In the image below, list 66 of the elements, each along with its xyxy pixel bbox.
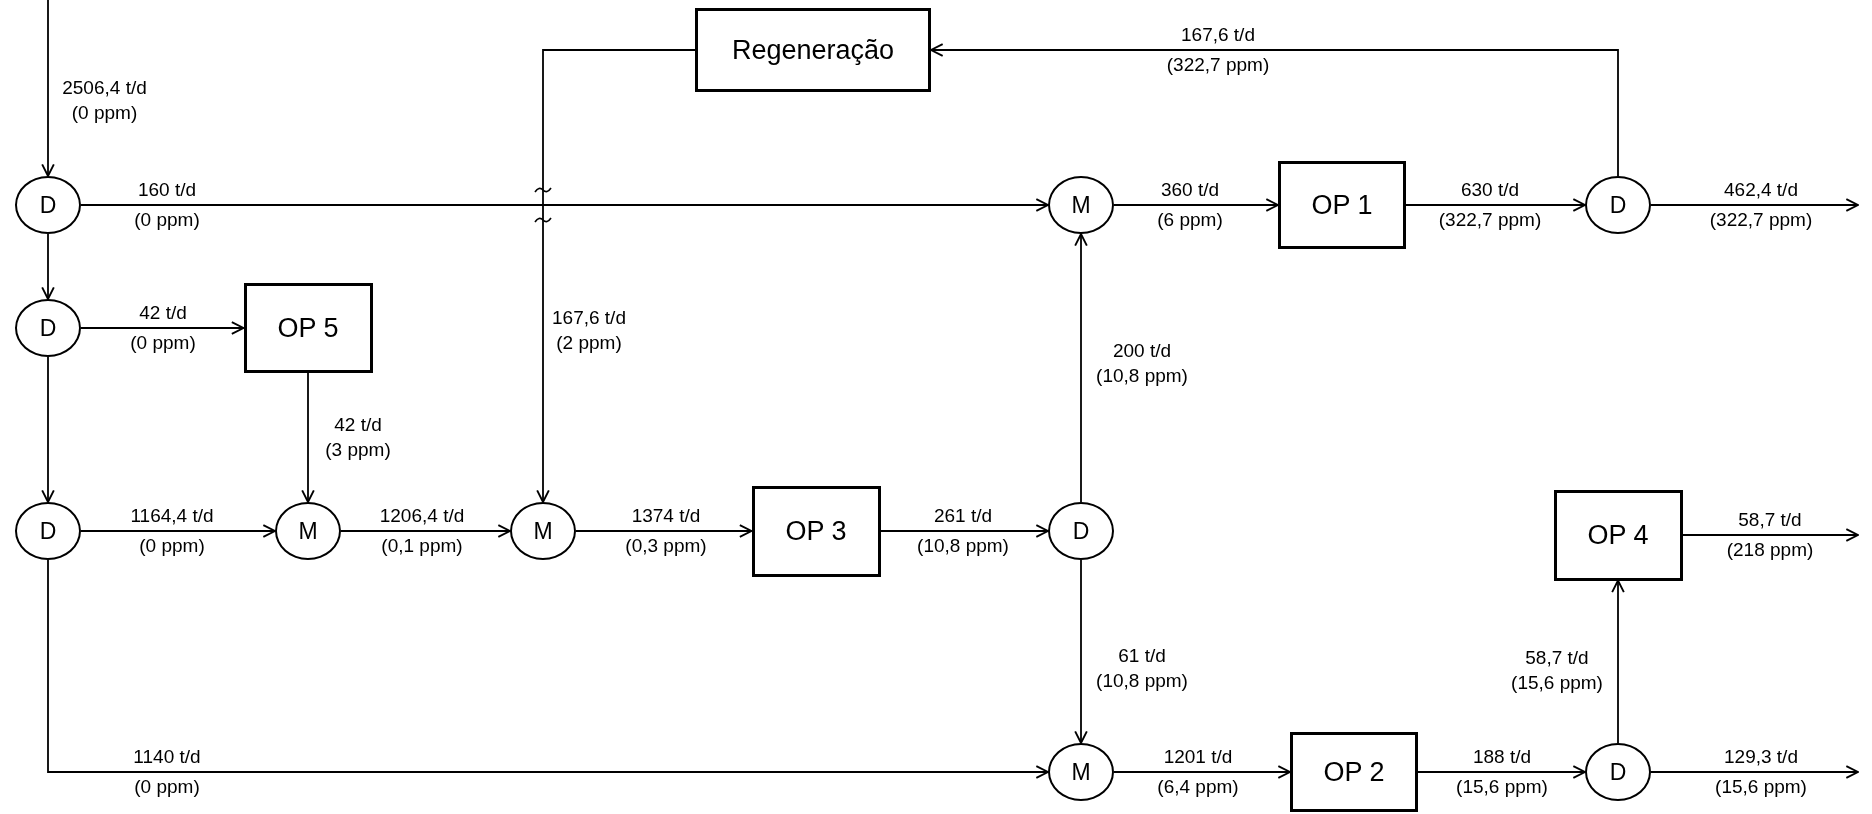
edge-label: 129,3 t/d (15,6 ppm) <box>1715 744 1807 799</box>
node-label: D <box>1072 517 1090 545</box>
arrow <box>1650 765 1859 779</box>
edge-label: 1201 t/d (6,4 ppm) <box>1157 744 1239 799</box>
arrow <box>340 524 511 538</box>
edge-label: 61 t/d (10,8 ppm) <box>1096 644 1188 693</box>
node-label: OP 2 <box>1323 756 1385 788</box>
edge-label: 1140 t/d (0 ppm) <box>133 744 201 799</box>
arrow <box>301 372 315 503</box>
arrow <box>41 233 55 300</box>
node-label: D <box>39 314 57 342</box>
edge-label: 200 t/d (10,8 ppm) <box>1096 339 1188 388</box>
arrow <box>1417 765 1586 779</box>
arrow <box>1074 559 1088 744</box>
edge-label: 360 t/d (6 ppm) <box>1157 177 1223 232</box>
node-label: D <box>1609 758 1627 786</box>
process-box <box>751 485 881 577</box>
arrow <box>536 49 696 503</box>
arrow <box>930 43 1619 177</box>
process-box <box>1290 732 1418 812</box>
arrow <box>80 321 245 335</box>
edge-label: 58,7 t/d (218 ppm) <box>1726 507 1814 562</box>
node-label: OP 3 <box>785 515 847 547</box>
arrow <box>80 524 276 538</box>
edge-label: 167,6 t/d (2 ppm) <box>552 306 626 355</box>
process-box <box>695 8 931 92</box>
arrow <box>1113 198 1279 212</box>
edge-label: 1206,4 t/d (0,1 ppm) <box>379 503 465 558</box>
node-label: OP 5 <box>277 312 339 344</box>
edge-label: 160 t/d (0 ppm) <box>134 177 200 232</box>
node-label: OP 4 <box>1587 519 1649 551</box>
edge-label: 167,6 t/d (322,7 ppm) <box>1166 22 1270 77</box>
node-label: D <box>39 191 57 219</box>
process-box <box>1553 489 1683 581</box>
edge-label: 462,4 t/d (322,7 ppm) <box>1709 177 1813 232</box>
node-label: M <box>298 517 318 545</box>
edge-label: 188 t/d (15,6 ppm) <box>1456 744 1548 799</box>
edge-label: 261 t/d (10,8 ppm) <box>917 503 1009 558</box>
edge-label: 42 t/d (3 ppm) <box>325 413 391 462</box>
arrow <box>47 559 1049 779</box>
edge-label: 58,7 t/d (15,6 ppm) <box>1511 646 1603 695</box>
node-label: D <box>1609 191 1627 219</box>
edge-label: 2506,4 t/d (0 ppm) <box>62 76 147 125</box>
arrow <box>80 198 1049 212</box>
arrow <box>1650 198 1859 212</box>
node-label: D <box>39 517 57 545</box>
arrow <box>1405 198 1586 212</box>
node-label: M <box>1071 191 1091 219</box>
edge-label: 1374 t/d (0,3 ppm) <box>625 503 707 558</box>
arrow <box>1611 579 1625 744</box>
arrow <box>1113 765 1291 779</box>
arrow <box>879 524 1049 538</box>
arrow <box>575 524 753 538</box>
node-label: M <box>1071 758 1091 786</box>
node-label: M <box>533 517 553 545</box>
edge-label: 630 t/d (322,7 ppm) <box>1438 177 1542 232</box>
arrow <box>1681 528 1859 542</box>
edge-label: 42 t/d (0 ppm) <box>130 300 196 355</box>
arrow <box>41 0 55 177</box>
arrow <box>1074 233 1088 503</box>
process-box <box>1278 161 1406 249</box>
node-label: OP 1 <box>1311 189 1373 221</box>
node-label: Regeneração <box>731 34 895 66</box>
arrow <box>41 356 55 503</box>
process-box <box>243 283 373 373</box>
edge-label: 1164,4 t/d (0 ppm) <box>130 503 214 558</box>
